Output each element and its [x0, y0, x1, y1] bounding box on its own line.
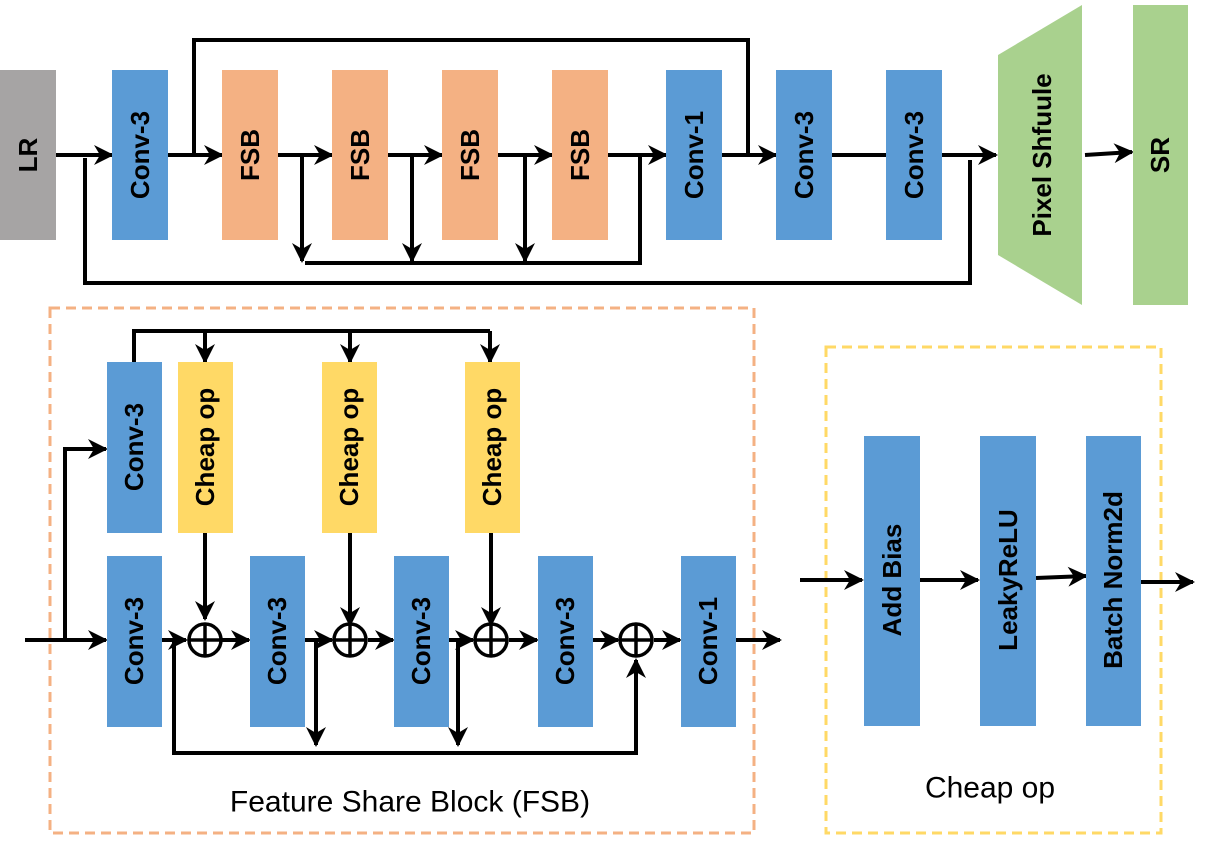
- top-pipeline: LR Conv-3 FSB FSB FSB FSB Conv-1 Conv-3: [0, 5, 1188, 305]
- fsb-conv3-1-label: Conv-3: [119, 597, 149, 685]
- cheap-op-1: Cheap op: [178, 362, 233, 533]
- fsb-label-4: FSB: [565, 129, 595, 181]
- fsb-conv3-1-box: [107, 556, 162, 727]
- fsb-conv3-4-box: [538, 556, 593, 727]
- adder-3: [473, 622, 509, 658]
- conv3-box-a: [112, 70, 168, 240]
- pixel-shuffle-trapezoid: [998, 5, 1082, 305]
- conv3-label-b: Conv-3: [789, 111, 819, 199]
- conv1-box: [666, 70, 722, 240]
- fsb-conv1: Conv-1: [681, 556, 736, 727]
- fsb-block-3: FSB: [442, 70, 498, 240]
- add-bias-block: Add Bias: [864, 436, 920, 726]
- cheap-op-detail-panel: Add Bias LeakyReLU Batch Norm2d Cheap op: [800, 345, 1195, 835]
- fsb-conv1-box: [681, 556, 736, 727]
- cheap-op-3-label: Cheap op: [477, 388, 507, 506]
- fsb-conv3-2: Conv-3: [250, 556, 305, 727]
- leaky-relu-box: [980, 436, 1036, 726]
- fsb-box-3: [442, 70, 498, 240]
- cheap-op-1-label: Cheap op: [190, 388, 220, 506]
- sr-box: [1133, 5, 1188, 305]
- fsb-conv3-4-label: Conv-3: [550, 597, 580, 685]
- fsb-box-4: [552, 70, 608, 240]
- cheap-op-2-label: Cheap op: [334, 388, 364, 506]
- leaky-relu-block: LeakyReLU: [980, 436, 1036, 726]
- fsb-block-1: FSB: [222, 70, 278, 240]
- fsb-input-branch-up: [63, 439, 108, 640]
- lr-label: LR: [13, 137, 43, 172]
- fsb-conv3-3: Conv-3: [394, 556, 449, 727]
- fsb-panel-wires: [25, 329, 782, 755]
- cheap-panel-wires: [800, 566, 1195, 592]
- conv1-block: Conv-1: [666, 70, 722, 240]
- sr-block: SR: [1133, 5, 1188, 305]
- lr-block: LR: [0, 70, 56, 240]
- conv3-box-b: [776, 70, 832, 240]
- cheap-caption: Cheap op: [925, 772, 1055, 805]
- arrow-pixelshuffle-to-sr: [1084, 143, 1134, 164]
- fsb-conv1-label: Conv-1: [693, 597, 723, 685]
- bottom-gather-line: [172, 640, 646, 755]
- adder-4: [618, 622, 654, 658]
- lr-box: [0, 70, 56, 240]
- fsb-label-2: FSB: [345, 129, 375, 181]
- conv3-box-c: [886, 70, 942, 240]
- adder-2: [332, 622, 368, 658]
- conv3-block-b: Conv-3: [776, 70, 832, 240]
- batch-norm-block: Batch Norm2d: [1086, 436, 1141, 726]
- fsb-conv3-1: Conv-3: [107, 556, 162, 727]
- pixel-shuffle-block: Pixel Shfuule: [998, 5, 1082, 305]
- conv1-label: Conv-1: [679, 111, 709, 199]
- sr-label: SR: [1145, 137, 1175, 173]
- fsb-conv3-top: Conv-3: [107, 362, 162, 533]
- fsb-conv3-2-box: [250, 556, 305, 727]
- top-skip-connection: [192, 38, 750, 156]
- conv3-label-a: Conv-3: [125, 111, 155, 199]
- global-skip-connection: [83, 158, 972, 285]
- top-pipeline-wires: [56, 38, 1134, 285]
- fsb-conv3-2-label: Conv-3: [262, 597, 292, 685]
- conv3-block-c: Conv-3: [886, 70, 942, 240]
- fsb-block-2: FSB: [332, 70, 388, 240]
- cheap-panel-border: [824, 345, 1163, 835]
- pixel-shuffle-label: Pixel Shfuule: [1027, 73, 1057, 236]
- fsb-label-1: FSB: [235, 129, 265, 181]
- fsb-panel-border: [48, 306, 756, 835]
- leaky-relu-label: LeakyReLU: [993, 509, 1023, 651]
- fsb-conv3-top-box: [107, 362, 162, 533]
- cheap-op-3: Cheap op: [465, 362, 520, 533]
- conv3-block-a: Conv-3: [112, 70, 168, 240]
- fsb-block-4: FSB: [552, 70, 608, 240]
- cheap-op-2: Cheap op: [322, 362, 377, 533]
- fsb-box-1: [222, 70, 278, 240]
- fsb-gather-line: [305, 157, 642, 265]
- add-bias-box: [864, 436, 920, 726]
- fsb-label-3: FSB: [455, 129, 485, 181]
- add-bias-label: Add Bias: [877, 524, 907, 637]
- fsb-conv3-3-box: [394, 556, 449, 727]
- fsb-box-2: [332, 70, 388, 240]
- cheap-op-1-box: [178, 362, 233, 533]
- fsb-caption: Feature Share Block (FSB): [230, 786, 590, 819]
- batch-norm-label: Batch Norm2d: [1098, 491, 1128, 669]
- conv3-label-c: Conv-3: [899, 111, 929, 199]
- fsb-conv3-3-label: Conv-3: [406, 597, 436, 685]
- fsb-conv3-top-label: Conv-3: [119, 403, 149, 491]
- top-feed-line: [132, 329, 490, 362]
- batch-norm-box: [1086, 436, 1141, 726]
- fsb-detail-panel: Conv-3 Cheap op Cheap op Cheap op Conv-3…: [25, 306, 782, 835]
- cheap-op-3-box: [465, 362, 520, 533]
- fsb-conv3-4: Conv-3: [538, 556, 593, 727]
- adder-1: [187, 622, 223, 658]
- cheap-op-2-box: [322, 362, 377, 533]
- relu-to-bn-arrow: [1035, 566, 1088, 587]
